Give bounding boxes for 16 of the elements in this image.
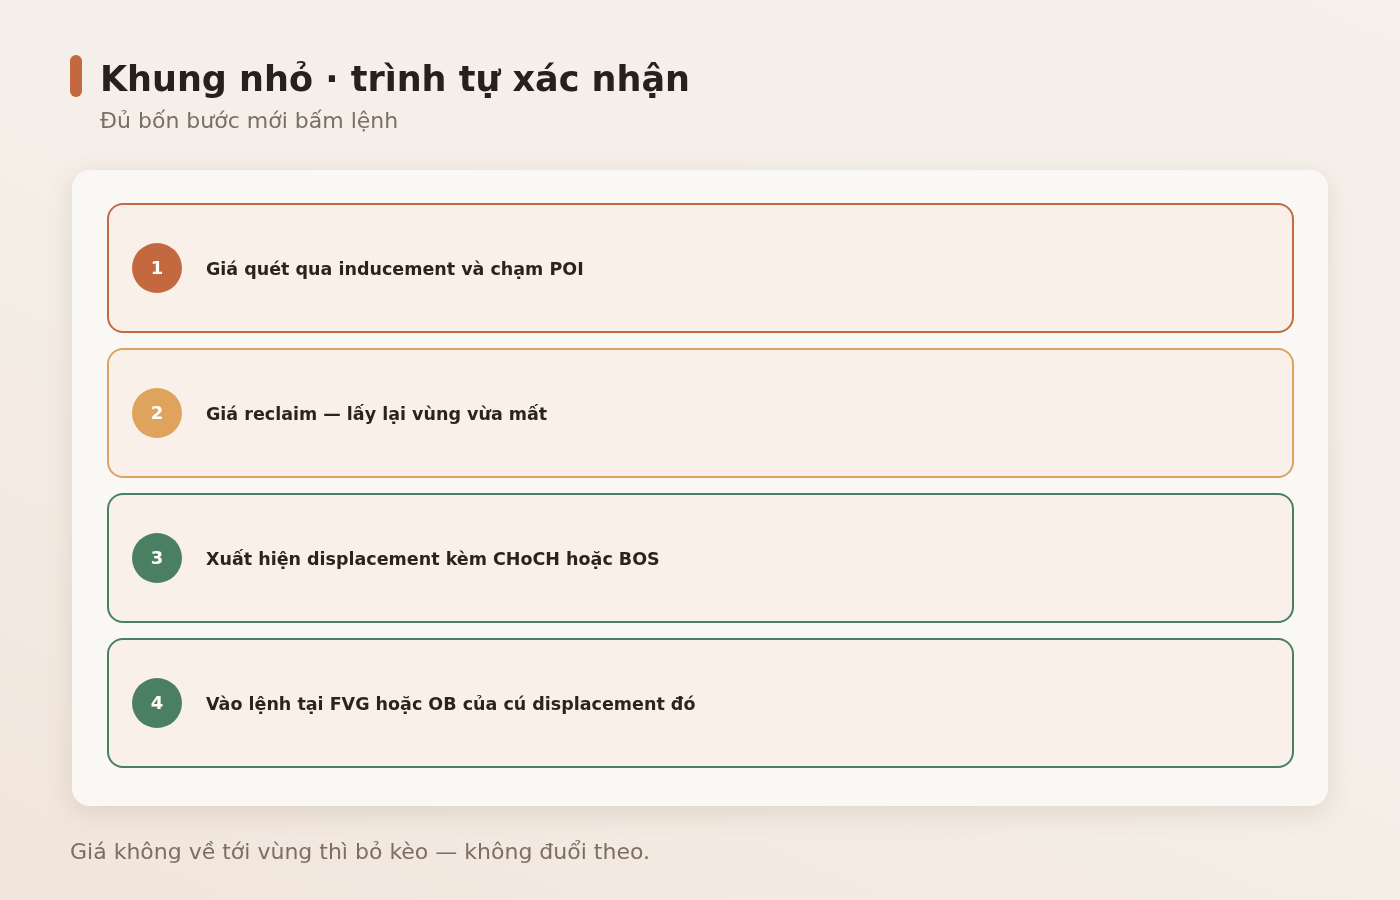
step-text: Vào lệnh tại FVG hoặc OB của cú displacement đó [206, 693, 696, 716]
step-text: Xuất hiện displacement kèm CHoCH hoặc BOS [206, 548, 660, 571]
subtitle: Đủ bốn bước mới bấm lệnh [100, 107, 399, 135]
step-number-badge: 1 [132, 243, 182, 293]
step-card [107, 638, 1294, 768]
step-card [107, 493, 1294, 623]
caption: Giá không về tới vùng thì bỏ kèo — không đuổi theo. [70, 838, 650, 866]
step-text: Giá reclaim — lấy lại vùng vừa mất [206, 403, 548, 426]
step-number-badge: 4 [132, 678, 182, 728]
step-card [107, 348, 1294, 478]
step-number-badge: 3 [132, 533, 182, 583]
panel-card [72, 170, 1328, 806]
step-card [107, 203, 1294, 333]
title: Khung nhỏ · trình tự xác nhận [100, 58, 690, 101]
step-number-badge: 2 [132, 388, 182, 438]
step-text: Giá quét qua inducement và chạm POI [206, 258, 584, 281]
